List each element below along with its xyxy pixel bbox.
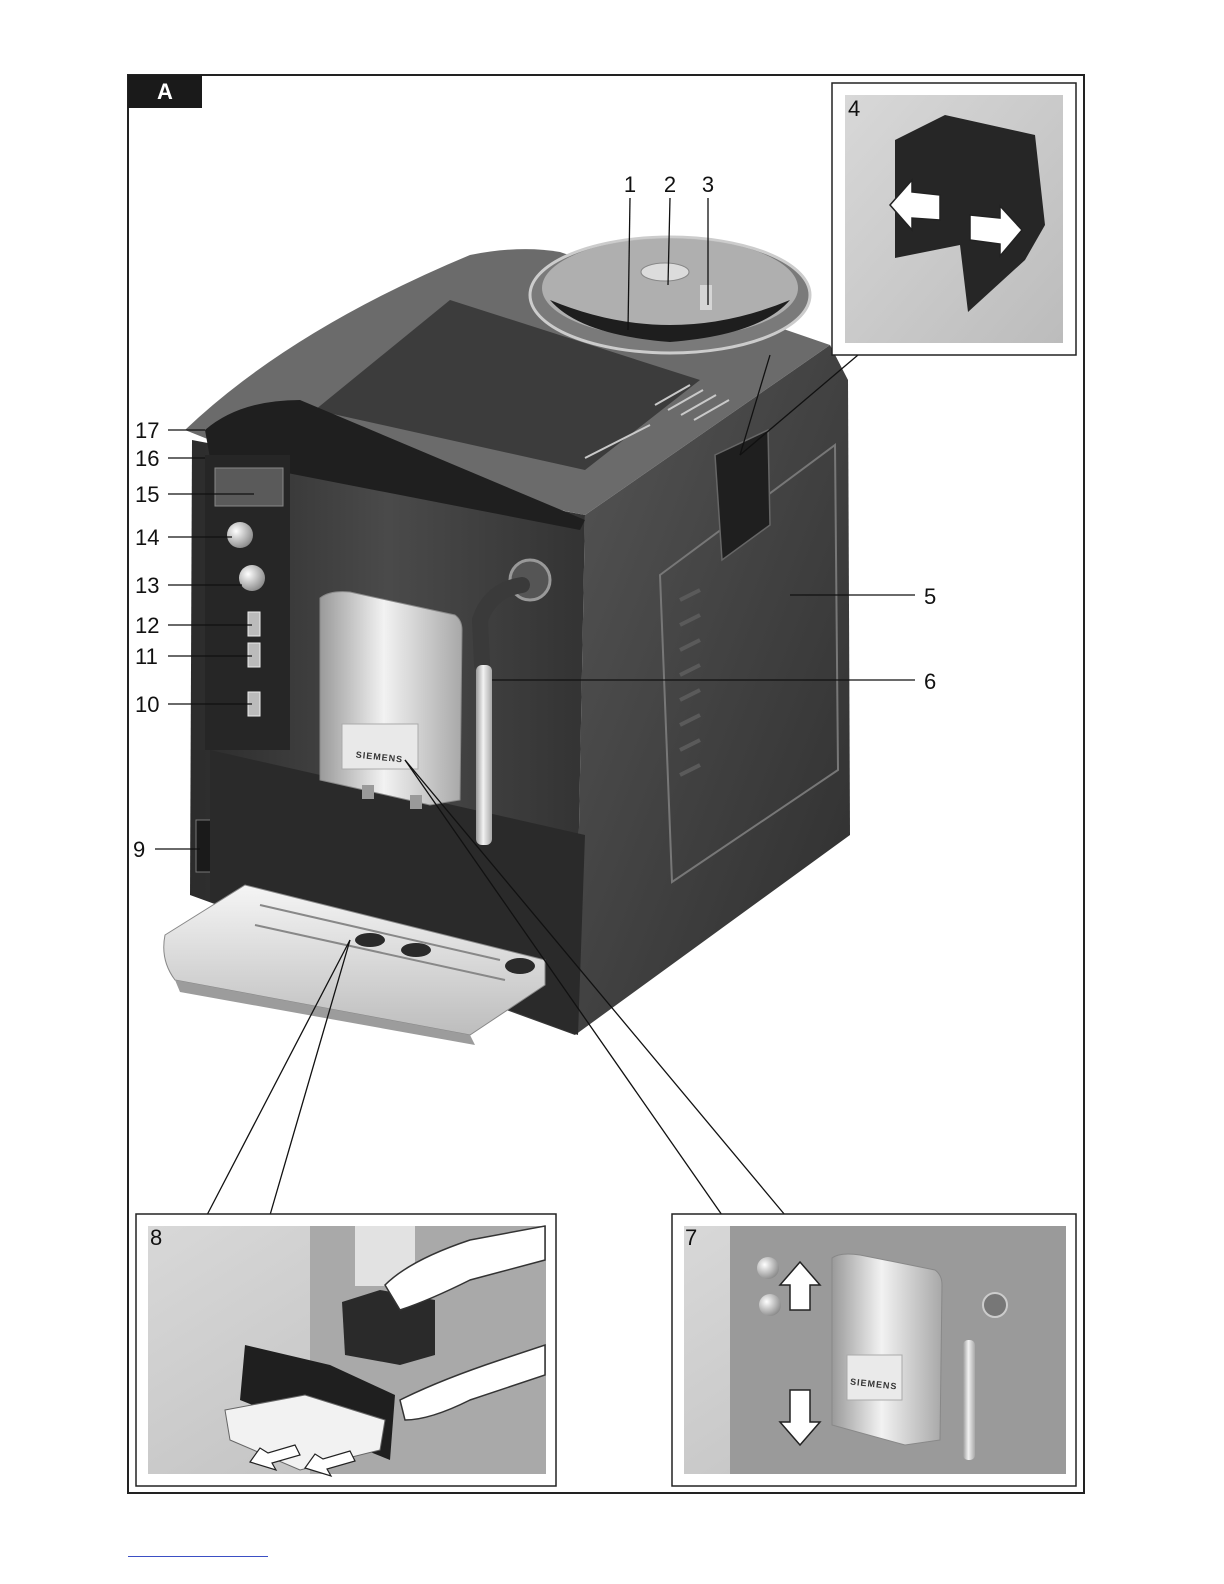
inset-4 xyxy=(832,83,1076,355)
label-11: 11 xyxy=(135,644,158,669)
grind-setting xyxy=(700,285,712,310)
label-9: 9 xyxy=(133,837,145,862)
label-2: 2 xyxy=(664,172,676,197)
frother-nozzle xyxy=(476,665,492,845)
display xyxy=(215,468,283,506)
footer-rule xyxy=(128,1556,268,1557)
inset7-frother xyxy=(963,1340,975,1460)
figure-tag: A xyxy=(157,79,173,104)
label-10: 10 xyxy=(135,692,159,717)
lid-handle xyxy=(641,263,689,281)
label-1: 1 xyxy=(624,172,636,197)
selector-knob-13 xyxy=(239,565,265,591)
inset7-dispenser xyxy=(832,1254,942,1445)
label-8: 8 xyxy=(150,1225,162,1250)
label-6: 6 xyxy=(924,669,936,694)
inset7-knob xyxy=(759,1294,781,1316)
label-3: 3 xyxy=(702,172,714,197)
label-4: 4 xyxy=(848,96,860,121)
inset-8 xyxy=(136,1214,556,1486)
label-12: 12 xyxy=(135,613,159,638)
button-11 xyxy=(248,643,260,667)
inset-7: SIEMENS xyxy=(672,1214,1076,1486)
coffee-dispenser xyxy=(320,592,462,805)
bean-container-lid xyxy=(542,238,798,338)
label-17: 17 xyxy=(135,418,159,443)
label-5: 5 xyxy=(924,584,936,609)
power-switch xyxy=(196,820,211,872)
label-14: 14 xyxy=(135,525,159,550)
inset7-frother-mount xyxy=(983,1293,1007,1317)
label-13: 13 xyxy=(135,573,159,598)
coffee-machine: SIEMENS xyxy=(164,237,850,1045)
button-12 xyxy=(248,612,260,636)
label-16: 16 xyxy=(135,446,159,471)
inset7-knob xyxy=(757,1257,779,1279)
label-15: 15 xyxy=(135,482,159,507)
selector-knob-14 xyxy=(227,522,253,548)
label-7: 7 xyxy=(685,1225,697,1250)
